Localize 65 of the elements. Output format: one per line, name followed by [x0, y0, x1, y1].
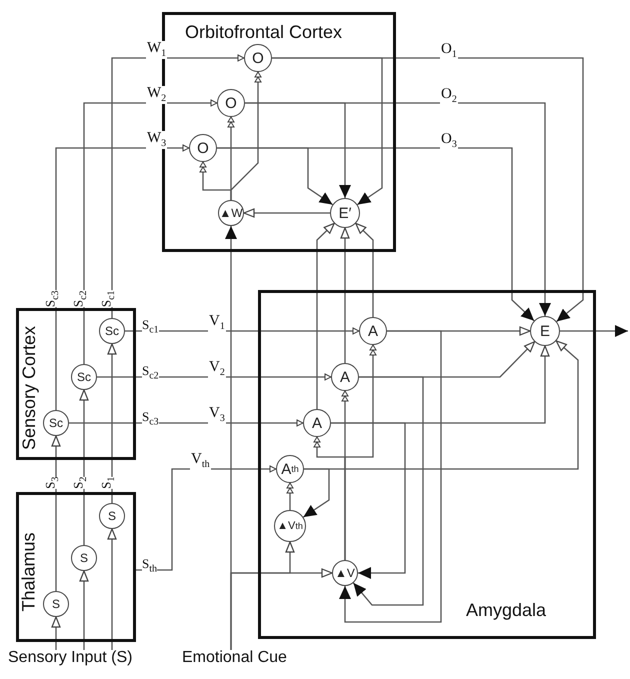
connector-arrow	[355, 222, 374, 317]
connector-arrow	[136, 466, 276, 571]
neuron-node: Sc	[99, 318, 125, 344]
connector-arrow	[340, 227, 350, 363]
connector-arrow	[302, 468, 330, 518]
neuron-node: E′	[330, 198, 360, 228]
neuron-node: Sc	[43, 410, 69, 436]
connector-arrow	[243, 208, 330, 218]
neuron-node: E	[530, 316, 560, 346]
neuron-node: S	[71, 545, 97, 571]
edge-label: V$_{th}$	[190, 452, 211, 470]
connector-arrow	[339, 330, 442, 623]
signal-label: S$_{c1}$	[142, 318, 159, 336]
connector-arrow	[316, 222, 335, 409]
connector-arrow	[79, 570, 89, 650]
signal-label: S$_{th}$	[142, 557, 158, 575]
connector-arrow	[69, 420, 304, 426]
connector-arrow	[51, 435, 61, 591]
neuron-node: A	[303, 409, 331, 437]
edge-label: W$_{3}$	[146, 131, 168, 149]
connector-arrow	[51, 616, 61, 650]
edge-label: O$_{1}$	[440, 42, 458, 60]
region-title: Amygdala	[466, 601, 546, 619]
neuron-node: Sc	[71, 364, 97, 390]
region-box	[16, 308, 136, 460]
region-title: Thalamus	[20, 532, 38, 612]
edge-label: V$_{3}$	[208, 406, 226, 424]
connector-arrow	[230, 541, 295, 650]
connector-arrow	[107, 343, 117, 503]
region-title: Sensory Cortex	[20, 326, 38, 450]
connector-arrow	[352, 376, 424, 606]
region-box	[16, 492, 136, 642]
connector-arrow	[107, 528, 117, 650]
input-label: Sensory Input (S)	[8, 650, 132, 666]
edge-label: W$_{2}$	[146, 86, 168, 104]
neuron-node: ▲V	[332, 560, 358, 586]
connector-arrow	[97, 374, 332, 380]
neuron-node: O	[189, 134, 217, 162]
neuron-node: A	[359, 317, 387, 345]
signal-label: S$_{c3}$	[142, 410, 159, 428]
connector-arrow	[83, 100, 218, 364]
neuron-node: O	[244, 44, 272, 72]
connector-arrow	[125, 328, 360, 334]
connector-arrow	[331, 422, 406, 579]
edge-label: V$_{1}$	[208, 314, 226, 332]
region-box	[258, 290, 596, 639]
edge-label: V$_{2}$	[208, 360, 226, 378]
edge-label: O$_{3}$	[440, 132, 458, 150]
neuron-node: ▲W	[218, 200, 244, 226]
neuron-node: A	[331, 363, 359, 391]
region-box	[162, 12, 396, 252]
connector-arrow	[560, 325, 628, 337]
connector-arrow	[245, 102, 551, 316]
neuron-node: O	[217, 89, 245, 117]
connector-arrow	[272, 57, 584, 322]
edge-label: O$_{2}$	[440, 87, 458, 105]
connector-arrow	[79, 389, 89, 545]
neuron-node: S	[43, 591, 69, 617]
connector-arrow	[111, 54, 244, 318]
region-title: Orbitofrontal Cortex	[185, 23, 342, 41]
neuron-node: S	[99, 503, 125, 529]
connector-arrow	[55, 144, 190, 410]
edge-label: W$_{1}$	[146, 41, 168, 59]
signal-label: S$_{c2}$	[142, 364, 159, 382]
connector-arrow	[217, 147, 535, 322]
